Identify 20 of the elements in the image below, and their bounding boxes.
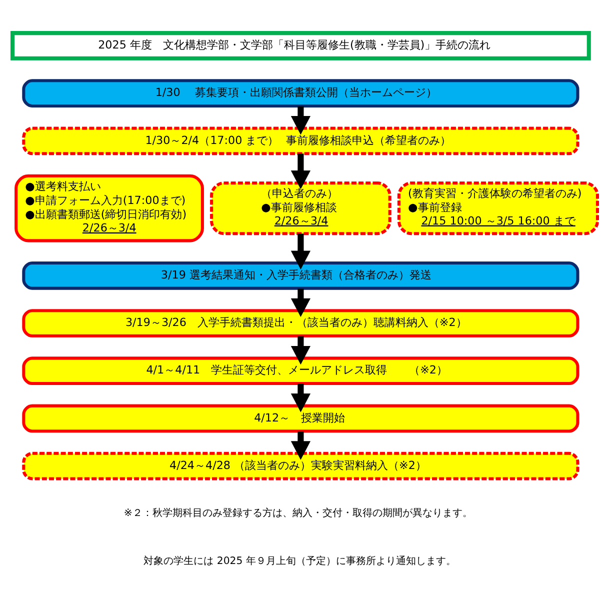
- arrow: [290, 233, 311, 269]
- label: 対象の学生には 2025 年９月上旬（予定）に事務所より通知します。: [144, 555, 456, 566]
- node-box: (教育実習・介護体験の希望者のみ) ●事前登録 2/15 10:00 ～3/5 16:00 まで: [397, 180, 599, 235]
- node-box: 3/19 選考結果通知・入学手続書類（合格者のみ）発送: [22, 260, 580, 290]
- label: ※２：秋学期科目のみ登録する方は、納入・交付・取得の期間が異なります。: [124, 508, 472, 519]
- arrow: [290, 288, 311, 317]
- node-box: 4/1～4/11 学生証等交付、メールアドレス取得 （※2）: [22, 356, 580, 385]
- node-box: 2025 年度 文化構想学部・文学部「科目等履修生(教職・学芸員)」手続の流れ: [10, 30, 591, 60]
- node-box: 4/24～4/28 （該当者のみ）実験実習料納入（※2）: [22, 451, 580, 480]
- arrow: [290, 336, 311, 364]
- arrow: [290, 106, 311, 134]
- node-box: （申込者のみ） ●事前履修相談 2/26～3/4: [210, 180, 392, 235]
- node-box: 4/12～ 授業開始: [22, 404, 580, 432]
- node-box: 3/19～3/26 入学手続書類提出・（該当者のみ）聴講料納入（※2）: [22, 308, 580, 337]
- node-box: 1/30 募集要項・出願関係書類公開（当ホームページ）: [22, 78, 580, 107]
- node-box: ●選考料支払い ●申請フォーム入力(17:00まで) ●出願書類郵送(締切日消印有効) 2/26～3/4: [14, 174, 204, 242]
- node-box: 1/30～2/4（17:00 まで） 事前履修相談申込（希望者のみ）: [22, 126, 580, 155]
- arrow: [290, 153, 311, 189]
- arrow: [290, 383, 311, 412]
- arrow: [290, 430, 311, 460]
